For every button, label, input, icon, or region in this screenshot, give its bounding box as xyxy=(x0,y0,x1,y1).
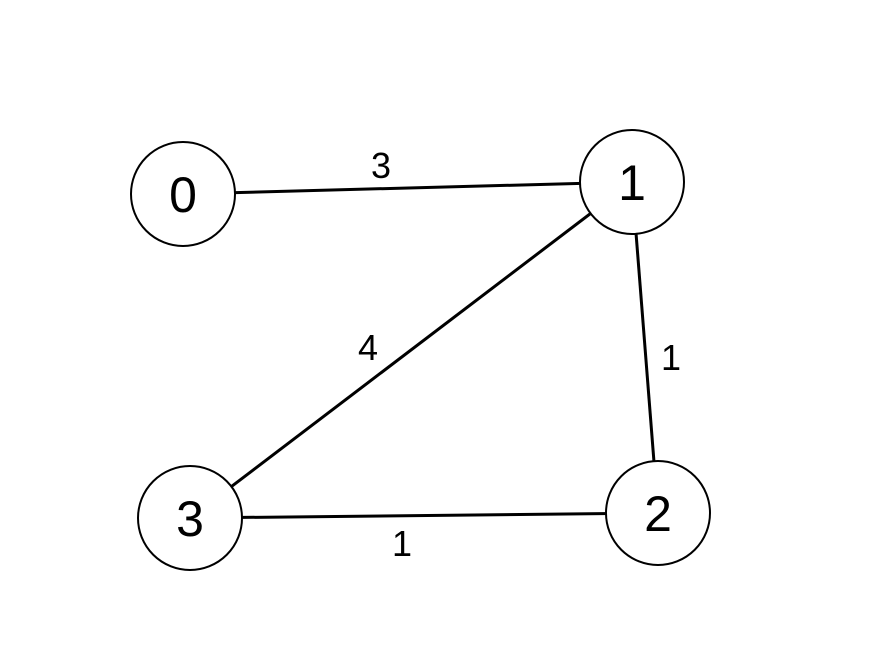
node-1 xyxy=(579,129,685,235)
node-0 xyxy=(130,141,236,247)
edge-1-2-weight: 1 xyxy=(661,337,681,378)
node-0-label: 0 xyxy=(169,167,197,223)
edge-3-2 xyxy=(189,511,659,520)
edge-0-1-weight: 3 xyxy=(371,145,391,186)
node-2 xyxy=(605,460,711,566)
edge-3-2-weight: 1 xyxy=(392,523,412,564)
node-1-label: 1 xyxy=(618,155,646,211)
node-2-label: 2 xyxy=(644,486,672,542)
edge-3-1 xyxy=(189,180,633,520)
edge-0-1 xyxy=(182,180,633,196)
edge-3-1-weight: 4 xyxy=(358,327,378,368)
edge-1-2 xyxy=(630,181,660,514)
node-3 xyxy=(137,465,243,571)
node-3-label: 3 xyxy=(176,491,204,547)
